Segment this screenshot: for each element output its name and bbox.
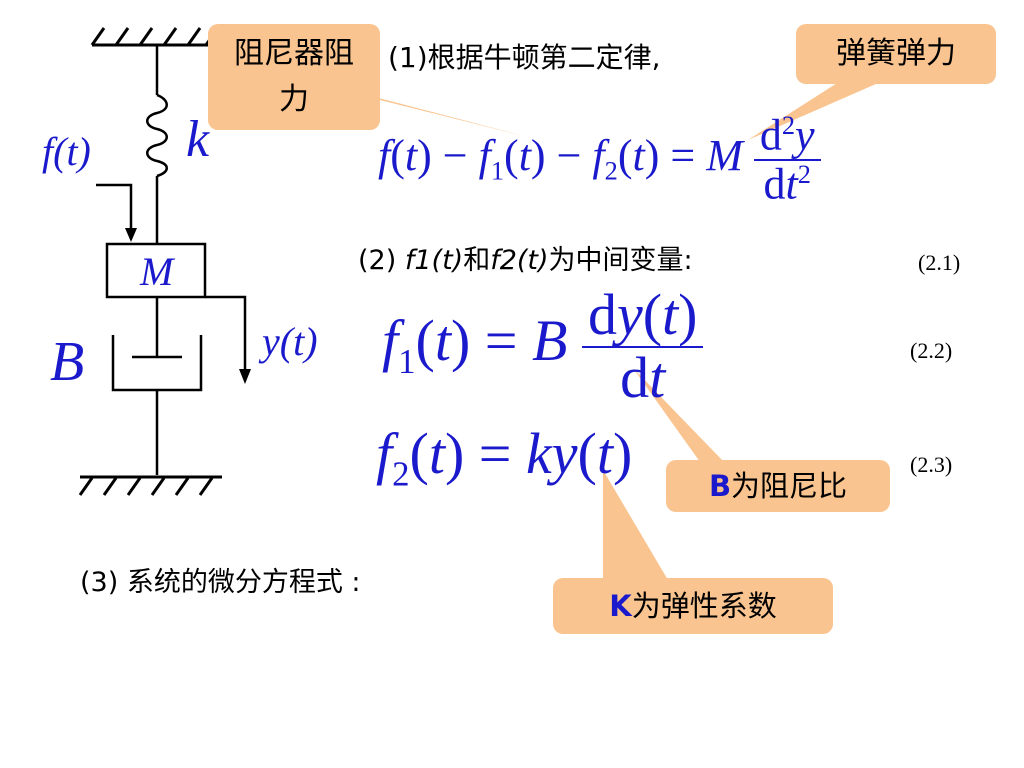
spring-force-callout: 弹簧弹力 <box>796 24 996 84</box>
step1-text: (1)根据牛顿第二定律, <box>388 41 661 74</box>
step2-text: (2) f1(t)和f2(t)为中间变量: <box>358 245 693 276</box>
force-arrow <box>96 183 133 233</box>
elastic-coefficient-callout: K为弹性系数 <box>553 578 833 634</box>
b-callout-pointer <box>633 368 724 462</box>
spring-equation: f2(t) = ky(t) <box>376 421 633 494</box>
force-arrowhead <box>125 228 137 242</box>
equation-number-1: (2.1) <box>918 250 961 275</box>
damper-force-callout: 阻尼器阻力 <box>208 24 380 130</box>
displacement-arrow <box>205 295 247 372</box>
displacement-label: y(t) <box>262 319 318 364</box>
damper-equation: f1(t) = B dy(t)dt <box>382 284 704 409</box>
damper-label: B <box>50 331 85 393</box>
equation-number-3: (2.3) <box>910 452 953 477</box>
damper-callout-pointer <box>340 88 528 137</box>
bottom-ground <box>78 475 222 496</box>
spring-label: k <box>186 111 210 168</box>
mass-label: M <box>140 249 174 294</box>
spring-callout-pointer <box>748 78 885 140</box>
force-label: f(t) <box>42 129 91 174</box>
damper <box>111 297 203 475</box>
k-callout-pointer <box>603 470 668 580</box>
damping-ratio-callout: B为阻尼比 <box>666 460 890 512</box>
top-ground <box>90 27 220 47</box>
spring <box>146 45 168 243</box>
displacement-arrowhead <box>239 369 251 384</box>
step3-text: (3) 系统的微分方程式 : <box>80 567 361 598</box>
equation-number-2: (2.2) <box>910 338 953 363</box>
